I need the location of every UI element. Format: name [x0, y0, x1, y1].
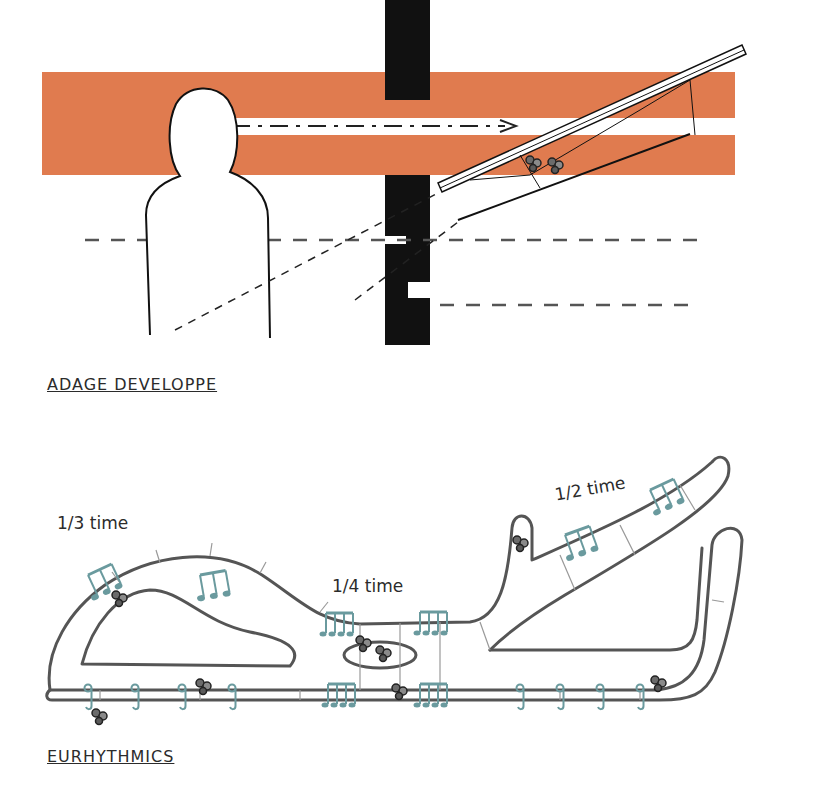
sketch-label: 1/4 time — [330, 577, 405, 596]
sketch-label: EURHYTHMICS — [45, 748, 176, 766]
sketch-label: 1/3 time — [55, 514, 130, 533]
sketch-label: ADAGE DEVELOPPE — [45, 376, 219, 394]
sketch-label: 1/2 time — [551, 473, 628, 504]
